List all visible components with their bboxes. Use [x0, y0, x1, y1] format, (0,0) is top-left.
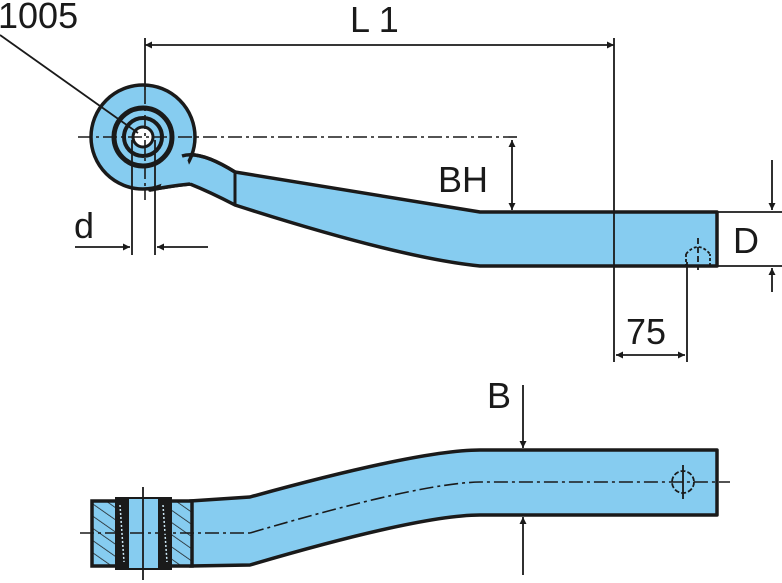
label-length: L 1: [350, 0, 399, 40]
dimensions-top: [75, 38, 782, 362]
label-hole-offset: 75: [626, 311, 666, 352]
label-eye-diameter: d: [74, 205, 94, 246]
label-part-ref: 1005: [0, 0, 78, 36]
label-thickness: D: [733, 220, 759, 261]
label-width: B: [487, 375, 511, 416]
side-view: [0, 34, 719, 270]
plan-view: [80, 385, 730, 580]
label-arch-height: BH: [438, 159, 488, 200]
leaf-plan: [188, 448, 719, 568]
